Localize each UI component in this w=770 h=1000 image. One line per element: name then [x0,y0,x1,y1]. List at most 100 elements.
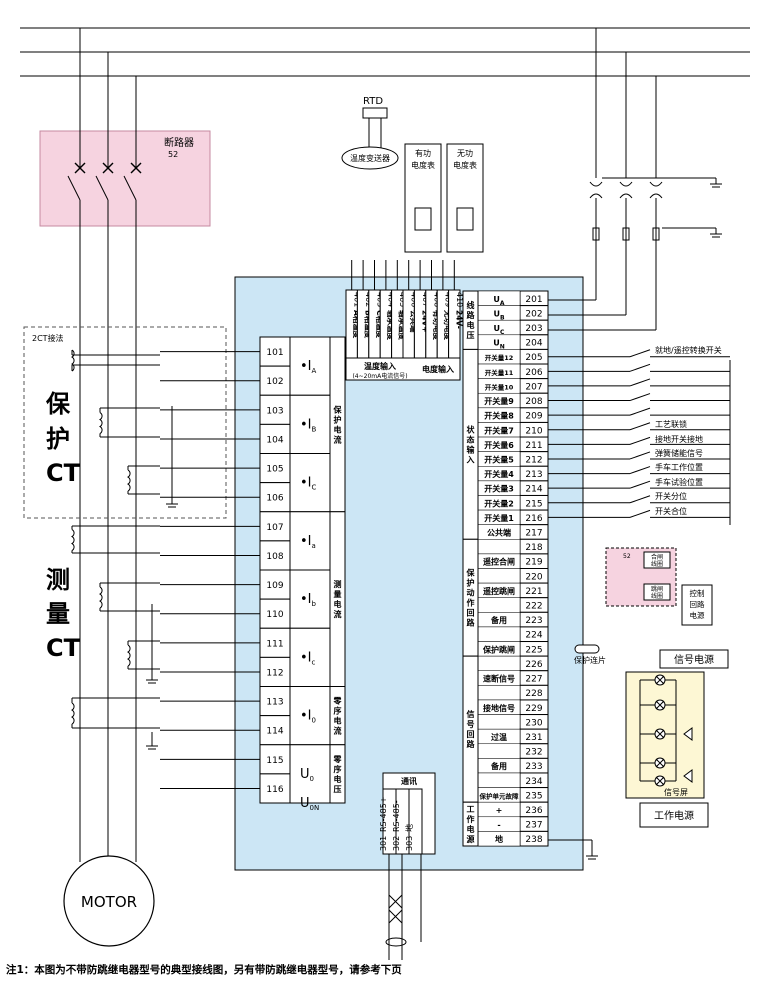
right-terminal-no: 237 [525,821,542,831]
right-terminal-no: 220 [525,572,542,582]
right-group-label: 动 [467,588,475,598]
switch-contact [629,349,651,358]
signal-lamps [639,674,693,787]
left-group-label: 量 [334,589,342,599]
right-terminal-name-cell [477,568,521,584]
ct-coil [126,469,131,492]
left-terminal-cell [259,482,291,513]
temp-transmitter-label: 温度变送器 [350,153,390,163]
comm-terminal-name: RS-485+ [379,797,388,833]
right-terminal-no: 209 [525,412,542,422]
left-terminals: 101•IA102103•IB104105•IC106107•Ia108109•… [160,336,346,812]
right-terminal-name-cell [477,685,521,701]
right-terminal-no: 214 [525,485,542,495]
comm-label: 通讯 [401,776,417,786]
left-terminal-symbol-cell [289,686,331,746]
right-terminal-name-cell [477,655,521,671]
work-power-label: 工作电源 [654,809,694,822]
left-group-label: 电 [334,774,342,784]
right-group-label: 工 [467,805,475,814]
left-terminal-no: 113 [266,698,283,708]
control-power-label: 电源 [690,610,705,620]
left-group-cell [329,744,346,804]
left-group-label: 测 [334,579,342,589]
right-terminal-no: 236 [525,806,542,816]
right-terminal-name: 开关量2 [484,498,514,508]
signal-screen-label: 信号屏 [664,787,688,797]
switch-contact [629,480,651,489]
right-terminal-name: 备用 [490,615,507,625]
switch-label-0: 就地/遥控转换开关 [655,345,722,355]
work-power-box [639,802,709,828]
switch-label-6: 开关分位 [655,491,687,501]
svg-text:无功: 无功 [457,148,473,158]
ct-2ct-label: 2CT接法 [32,333,64,343]
switch-contact [629,378,651,387]
right-terminal-name: 开关量8 [484,411,514,421]
right-terminal-name: 开关量6 [484,440,514,450]
ct-coils [70,349,178,750]
right-terminal-no: 231 [525,733,542,743]
buzzer-icon [683,769,693,783]
left-terminal-cell [259,686,291,717]
right-group-label: 作 [467,598,475,608]
switch-label-2: 接地开关接地 [655,434,703,444]
right-terminal-no: 218 [525,543,542,553]
ct-coil [70,702,75,725]
voltage-transformers [589,28,722,330]
active-meter-pulse [414,207,432,231]
coil-code: 52 [623,553,631,560]
ct-coil [98,412,103,434]
left-group-label: 电 [334,424,342,434]
right-terminal-name: 保护单元故障 [479,791,520,800]
right-terminal-no: 234 [525,777,542,787]
left-terminal-symbol-cell [289,744,331,804]
right-terminal-name: 开关量5 [484,454,514,464]
right-group-label: 回 [467,609,475,618]
left-terminal-no: 112 [266,668,283,678]
right-terminal-no: 221 [525,587,542,597]
top-terminal-no: 410 [455,292,464,307]
right-terminal-no: 233 [525,762,542,772]
right-terminal-name: - [497,821,500,830]
measure-ct-label-3: CT [46,634,81,662]
measure-ct-label-2: 量 [46,600,70,628]
ct-coil [126,644,131,667]
left-group-cell [329,686,346,746]
right-terminal-name-cell [477,714,521,730]
active-meter-box [404,143,442,253]
switch-label-3: 弹簧储能信号 [655,448,703,458]
right-terminal-no: 210 [525,426,542,436]
switch-contact [629,407,651,416]
left-group-label: 压 [334,785,342,794]
right-group-label: 路 [467,310,476,320]
right-terminal-name: 开关量10 [485,382,514,391]
right-terminal-name: 公共端 [487,527,511,537]
energy-input-label: 电度输入 [422,364,454,374]
comm-terminal-name: RS-485- [392,800,401,832]
rtd-element [362,107,388,119]
protect-plate [574,644,600,654]
right-group-label: 源 [467,834,475,844]
right-terminal-name: + [496,806,503,815]
right-terminal-no: 238 [525,835,542,845]
left-terminal-no: 106 [266,494,283,504]
left-terminal-symbol-cell [289,394,331,454]
right-group-label: 回 [467,730,475,739]
right-terminal-no: 205 [525,353,542,363]
right-terminal-name-cell [477,539,521,555]
right-terminal-no: 215 [525,499,542,509]
right-terminal-no: 201 [525,295,542,305]
right-terminal-no: 204 [525,339,542,349]
right-group-label: 护 [467,578,475,588]
left-group-label: 零 [333,754,343,764]
left-group-cell [329,336,346,513]
protect-ct-label-2: 护 [46,425,70,453]
right-group-label: 号 [467,720,475,729]
right-terminal-name: 地 [495,834,503,844]
svg-text:跳闸: 跳闸 [651,585,663,593]
temp-input-sub: (4~20mA电流信号) [352,372,407,380]
right-terminal-name: 接地信号 [483,703,515,713]
